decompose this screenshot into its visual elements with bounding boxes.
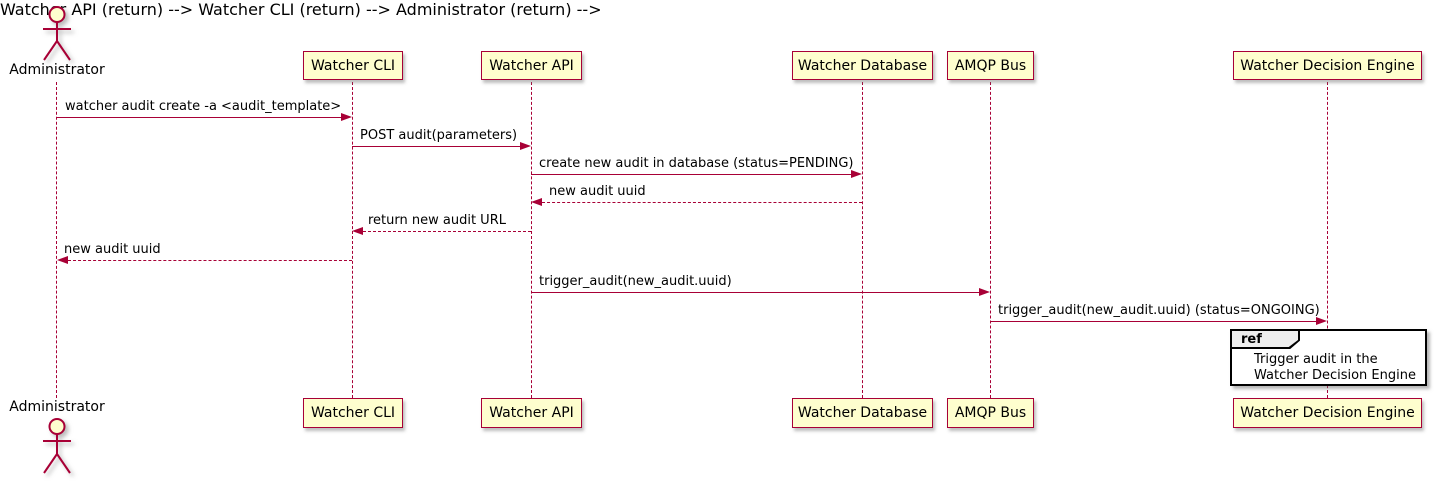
participant-watcher-database-top: Watcher Database	[792, 51, 933, 80]
actor-administrator-label-top: Administrator	[9, 62, 105, 78]
arrowhead-left-icon	[531, 197, 542, 206]
ref-keyword: ref	[1232, 331, 1298, 347]
message-line	[68, 260, 352, 261]
actor-administrator-label-bottom: Administrator	[9, 399, 105, 415]
message-line	[542, 202, 862, 203]
participant-watcher-decision-engine-top: Watcher Decision Engine	[1233, 51, 1422, 80]
message-label-create-audit-db: create new audit in database (status=PEN…	[539, 156, 854, 171]
arrowhead-left-icon	[57, 255, 68, 264]
participant-watcher-cli-bottom: Watcher CLI	[303, 398, 403, 428]
participant-watcher-cli-top: Watcher CLI	[303, 51, 403, 80]
message-line	[531, 174, 851, 175]
lifeline-amqp-bus	[990, 82, 991, 398]
lifeline-watcher-database	[862, 82, 863, 398]
lifeline-administrator	[56, 82, 57, 398]
arrowhead-right-icon	[1316, 316, 1327, 325]
message-line	[990, 321, 1317, 322]
message-label-new-audit-uuid-admin: new audit uuid	[64, 242, 161, 257]
message-line	[531, 292, 979, 293]
participant-amqp-bus-top: AMQP Bus	[947, 51, 1034, 80]
message-line	[352, 146, 520, 147]
message-label-audit-create: watcher audit create -a <audit_template>	[65, 99, 342, 114]
arrowhead-right-icon	[341, 112, 352, 121]
participant-watcher-database-bottom: Watcher Database	[792, 398, 933, 428]
arrowhead-right-icon	[979, 287, 990, 296]
arrowhead-right-icon	[851, 169, 862, 178]
ref-fragment: ref Trigger audit in the Watcher Decisio…	[1230, 329, 1427, 386]
ref-text-line1: Trigger audit in the	[1254, 352, 1378, 367]
lifeline-watcher-api	[531, 82, 532, 398]
message-label-trigger-audit: trigger_audit(new_audit.uuid)	[539, 274, 732, 289]
message-line	[363, 231, 531, 232]
message-label-trigger-audit-ongoing: trigger_audit(new_audit.uuid) (status=ON…	[998, 303, 1320, 318]
arrowhead-left-icon	[352, 226, 363, 235]
participant-watcher-api-top: Watcher API	[481, 51, 582, 80]
message-label-new-audit-uuid-api: new audit uuid	[549, 184, 646, 199]
participant-amqp-bus-bottom: AMQP Bus	[947, 398, 1034, 428]
lifeline-watcher-cli	[352, 82, 353, 398]
participant-watcher-decision-engine-bottom: Watcher Decision Engine	[1233, 398, 1422, 428]
actor-administrator-icon	[43, 418, 71, 474]
participant-watcher-api-bottom: Watcher API	[481, 398, 582, 428]
message-line	[57, 117, 342, 118]
actor-administrator-icon	[43, 6, 71, 61]
message-label-return-audit-url: return new audit URL	[368, 213, 506, 228]
arrowhead-right-icon	[520, 141, 531, 150]
message-label-post-audit: POST audit(parameters)	[360, 128, 518, 143]
lifeline-watcher-decision-engine	[1327, 82, 1328, 398]
ref-text-line2: Watcher Decision Engine	[1254, 368, 1416, 383]
